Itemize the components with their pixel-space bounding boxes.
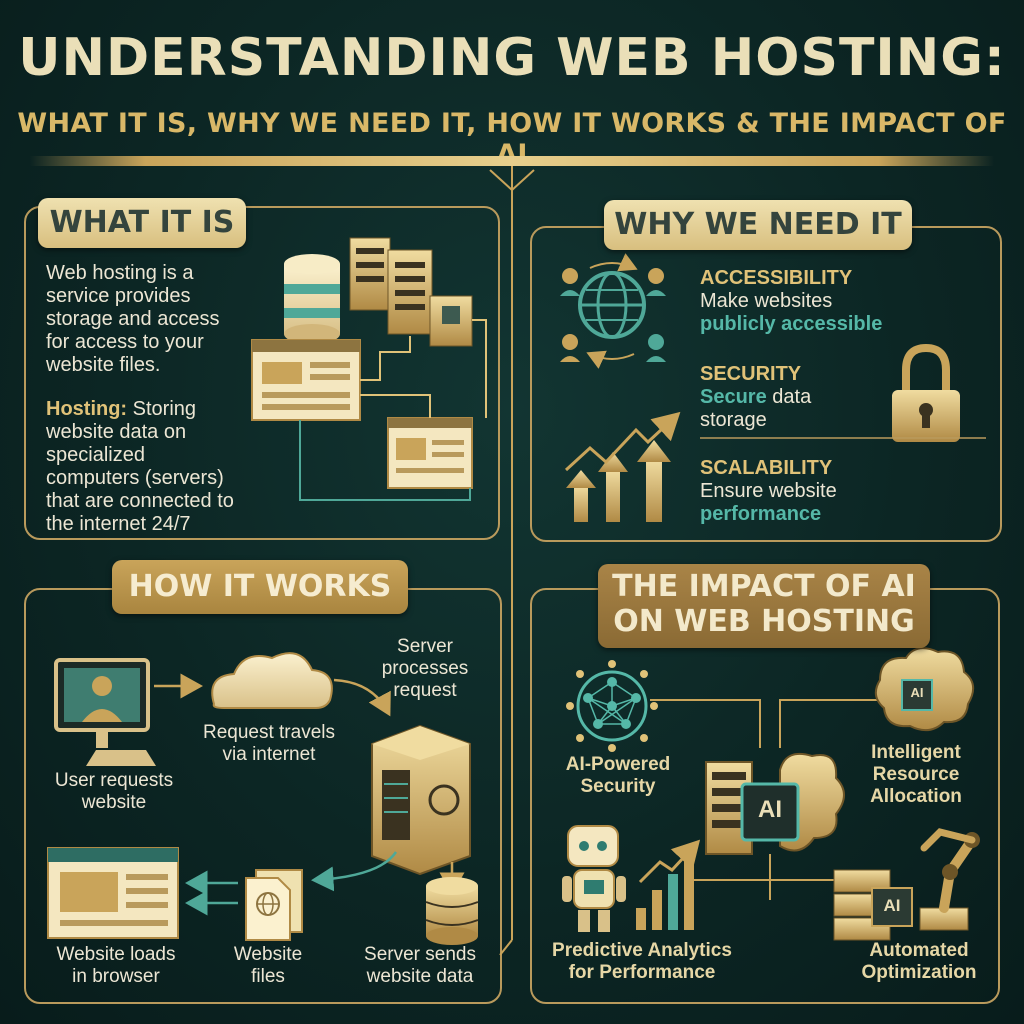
ai-automated-label: Automated Optimization — [846, 940, 992, 984]
what-line-1: Web hosting is a — [46, 262, 194, 284]
browser-window-icon — [251, 339, 361, 421]
server-rack-icons — [349, 237, 473, 347]
step-loads-line1: Website loads — [56, 944, 176, 965]
optimization-server-icon — [833, 869, 913, 941]
ai-chip-label-optimization: AI — [883, 896, 901, 915]
what-it-is-description: Web hosting is a service provides storag… — [46, 262, 256, 377]
ai-resource-line3: Allocation — [870, 786, 962, 807]
globe-network-icon — [560, 253, 666, 369]
panel-what-it-is — [24, 206, 500, 540]
data-storage-icon — [425, 877, 479, 945]
step-server-sends: Server sends website data — [348, 944, 492, 988]
growth-arrows-icon — [564, 411, 681, 522]
brain-chip-icon — [874, 647, 975, 732]
ai-security-label: AI-Powered Security — [544, 754, 692, 798]
what-line-4: for access to your — [46, 331, 204, 353]
server-tower-icon — [371, 724, 471, 876]
ai-security-line1: AI-Powered — [565, 754, 671, 775]
heading-how-it-works: HOW IT WORKS — [112, 560, 408, 614]
hosting-definition: Hosting: Storing website data on special… — [46, 398, 296, 536]
title-divider — [30, 156, 994, 166]
ai-predictive-label: Predictive Analytics for Performance — [536, 940, 748, 984]
benefit-security: SECURITY Secure data storage — [700, 362, 880, 432]
step-request-travels: Request travels via internet — [186, 722, 352, 766]
benefit-scalability-title: SCALABILITY — [700, 457, 833, 479]
ai-automated-line1: Automated — [869, 940, 969, 961]
cloud-icon — [211, 652, 333, 709]
ai-resource-label: Intelligent Resource Allocation — [844, 742, 988, 808]
website-files-icon — [245, 869, 303, 941]
robotic-arm-icon — [919, 828, 980, 931]
ai-resource-line1: Intelligent — [871, 742, 961, 763]
benefit-security-highlight: Secure — [700, 386, 767, 408]
ai-predictive-line1: Predictive Analytics — [552, 940, 732, 961]
what-line-3: storage and access — [46, 308, 220, 330]
browser-page-icon — [47, 847, 179, 939]
step-server-processes: Server processes request — [370, 636, 480, 702]
padlock-icon — [892, 343, 960, 442]
benefit-accessibility-line1: Make websites — [700, 290, 833, 312]
step-travel-line1: Request travels — [202, 722, 335, 743]
hosting-line-5: that are connected to — [46, 490, 234, 512]
benefit-security-line1: Secure data — [700, 386, 880, 409]
ai-automated-line2: Optimization — [861, 962, 977, 983]
hosting-line-3: specialized — [46, 444, 145, 466]
step-files-line1: Website — [233, 944, 303, 965]
benefit-security-rest: data — [766, 386, 812, 408]
benefit-accessibility-line2: publicly accessible — [700, 313, 883, 335]
step-server-line1: Server — [397, 636, 453, 657]
page-title: UNDERSTANDING WEB HOSTING: — [18, 28, 1006, 88]
browser-window-small-icon — [387, 417, 473, 489]
benefit-security-line2: storage — [700, 409, 767, 431]
heading-ai-impact: THE IMPACT OF AI ON WEB HOSTING — [598, 564, 930, 648]
step-loads-line2: in browser — [72, 966, 160, 987]
benefit-security-title: SECURITY — [700, 363, 802, 385]
database-icon — [284, 254, 340, 344]
hosting-line-6: the internet 24/7 — [46, 513, 191, 535]
hosting-rest: Storing — [127, 398, 197, 420]
ai-security-line2: Security — [580, 776, 656, 797]
step-website-files: Website files — [218, 944, 318, 988]
monitor-user-icon — [54, 658, 156, 766]
ai-resource-line2: Resource — [872, 764, 960, 785]
step-files-line2: files — [251, 966, 285, 987]
benefit-scalability-line2: performance — [700, 503, 822, 525]
what-line-2: service provides — [46, 285, 191, 307]
hosting-line-2: website data on — [46, 421, 187, 443]
heading-why-we-need-it: WHY WE NEED IT — [604, 200, 912, 250]
step-user-requests: User requests website — [34, 770, 194, 814]
hosting-line-4: computers (servers) — [46, 467, 224, 489]
heading-ai-line1: THE IMPACT OF AI — [612, 569, 916, 604]
step-sends-line1: Server sends — [364, 944, 476, 965]
ai-predictive-line2: for Performance — [568, 962, 716, 983]
what-line-5: website files. — [46, 354, 161, 376]
ai-server-core-icon — [705, 752, 845, 855]
ai-chip-label-brain: AI — [910, 685, 924, 700]
step-server-line3: request — [393, 680, 457, 701]
step-user-line2: website — [81, 792, 147, 813]
step-website-loads: Website loads in browser — [36, 944, 196, 988]
benefit-accessibility: ACCESSIBILITY Make websites publicly acc… — [700, 266, 930, 336]
benefit-accessibility-title: ACCESSIBILITY — [700, 267, 853, 289]
step-sends-line2: website data — [366, 966, 474, 987]
hosting-line: Hosting: Storing — [46, 398, 296, 421]
robot-icon — [562, 825, 626, 932]
analytics-chart-icon — [636, 839, 701, 930]
benefit-scalability-line1: Ensure website — [700, 480, 837, 502]
heading-ai-line2: ON WEB HOSTING — [613, 603, 915, 639]
benefit-scalability: SCALABILITY Ensure website performance — [700, 456, 930, 526]
step-travel-line2: via internet — [222, 744, 316, 765]
step-server-line2: processes — [381, 658, 469, 679]
step-user-line1: User requests — [54, 770, 174, 791]
neural-network-icon — [566, 660, 658, 752]
heading-what-it-is: WHAT IT IS — [38, 198, 246, 248]
page-subtitle: WHAT IT IS, WHY WE NEED IT, HOW IT WORKS… — [17, 108, 1007, 170]
ai-chip-label-main: AI — [758, 796, 782, 823]
hosting-label: Hosting: — [46, 398, 128, 420]
